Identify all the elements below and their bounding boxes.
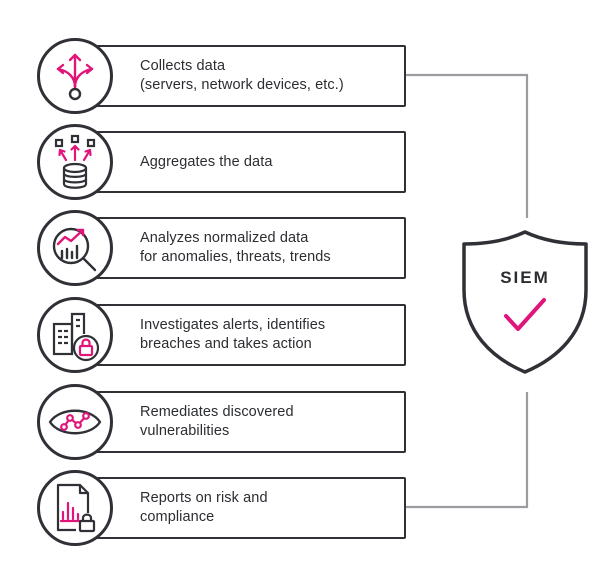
siem-shield: SIEM xyxy=(460,228,590,376)
step-collects-data: Collects data (servers, network devices,… xyxy=(92,45,406,107)
magnifier-chart-icon xyxy=(52,227,97,272)
step-icon-circle xyxy=(37,384,113,460)
step-aggregates-data: Aggregates the data xyxy=(92,131,406,193)
arrows-diverge-icon xyxy=(56,53,94,101)
step-icon-circle xyxy=(37,210,113,286)
building-lock-icon xyxy=(52,312,100,362)
step-remediates-vulnerabilities: Remediates discovered vulnerabilities xyxy=(92,391,406,453)
step-reports-risk: Reports on risk and compliance xyxy=(92,477,406,539)
step-text-line2: compliance xyxy=(140,509,215,525)
step-text-line1: Analyzes normalized data xyxy=(140,230,309,246)
step-text-line2: vulnerabilities xyxy=(140,423,230,439)
siem-label: SIEM xyxy=(500,268,550,287)
step-text-line1: Collects data xyxy=(140,58,226,74)
step-text-line1: Reports on risk and xyxy=(140,490,268,506)
report-lock-icon xyxy=(56,483,96,533)
step-text-line2: (servers, network devices, etc.) xyxy=(140,77,344,93)
step-icon-circle xyxy=(37,470,113,546)
step-text-line2: for anomalies, threats, trends xyxy=(140,249,331,265)
step-text-line1: Investigates alerts, identifies xyxy=(140,317,326,333)
step-icon-circle xyxy=(37,297,113,373)
step-text-line1: Aggregates the data xyxy=(140,153,273,170)
step-investigates-alerts: Investigates alerts, identifies breaches… xyxy=(92,304,406,366)
database-aggregate-icon xyxy=(54,134,96,189)
eye-network-icon xyxy=(48,409,102,435)
step-text-line1: Remediates discovered xyxy=(140,404,294,420)
step-icon-circle xyxy=(37,38,113,114)
shield-check-icon xyxy=(462,230,588,374)
step-text-line2: breaches and takes action xyxy=(140,336,312,352)
step-icon-circle xyxy=(37,124,113,200)
step-analyzes-data: Analyzes normalized data for anomalies, … xyxy=(92,217,406,279)
